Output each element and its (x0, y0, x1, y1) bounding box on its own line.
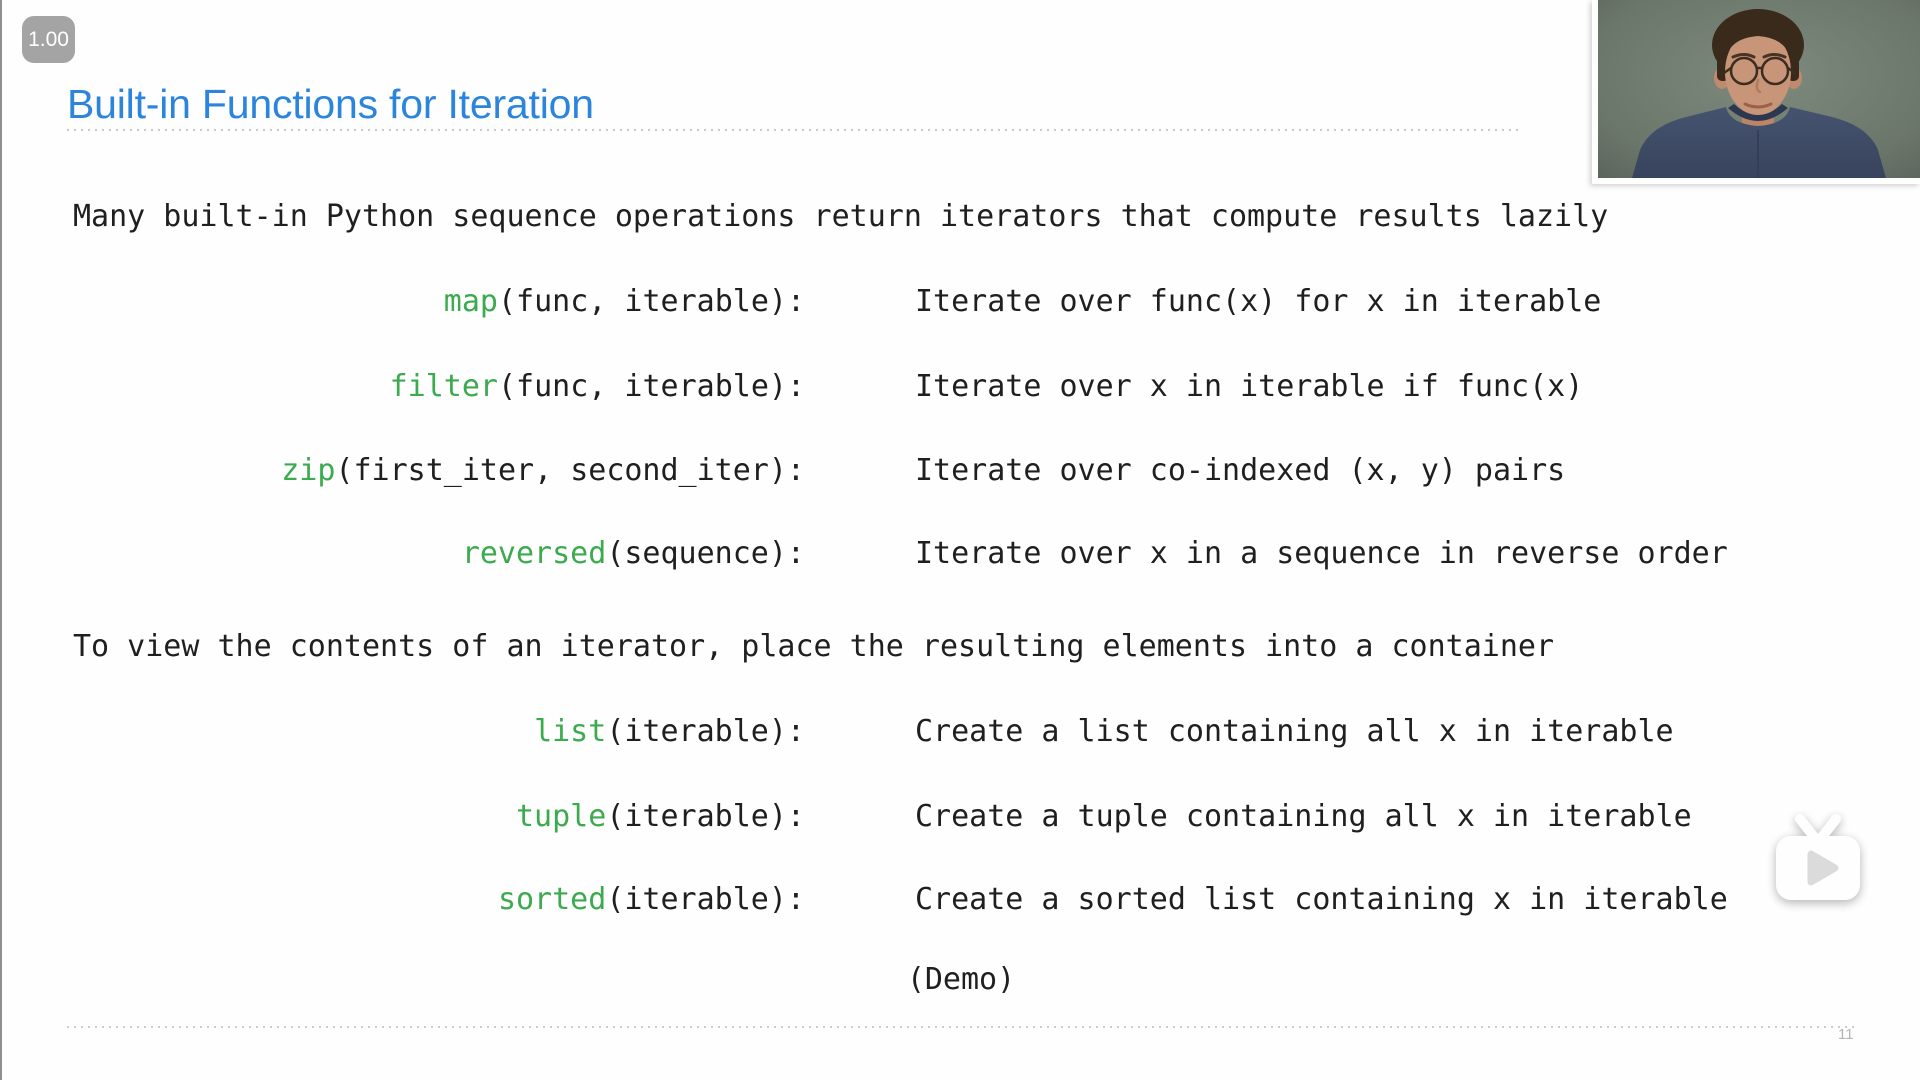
function-name: zip (281, 453, 336, 488)
webcam-frame (1592, 0, 1920, 184)
function-row: zip(first_iter, second_iter): Iterate ov… (0, 452, 1920, 490)
function-signature: map(func, iterable): (0, 283, 805, 321)
demo-label: (Demo) (906, 962, 1016, 997)
function-row: filter(func, iterable): Iterate over x i… (0, 368, 1920, 406)
function-signature: filter(func, iterable): (0, 368, 805, 406)
function-signature: reversed(sequence): (0, 535, 805, 573)
function-description: Iterate over x in a sequence in reverse … (915, 536, 1728, 571)
slide-page-number: 11 (1838, 1026, 1854, 1043)
function-name: filter (389, 369, 498, 404)
function-signature: tuple(iterable): (0, 798, 805, 836)
function-name: reversed (461, 536, 607, 571)
function-name: sorted (497, 882, 607, 917)
function-name: tuple (516, 799, 607, 834)
function-name: map (443, 284, 498, 319)
function-signature: zip(first_iter, second_iter): (0, 452, 805, 490)
function-description: Create a tuple containing all x in itera… (915, 799, 1692, 834)
function-args: (func, iterable): (497, 369, 805, 404)
function-args: (iterable): (606, 714, 805, 749)
function-row: list(iterable): Create a list containing… (0, 713, 1920, 751)
function-row: map(func, iterable): Iterate over func(x… (0, 283, 1920, 321)
function-row: sorted(iterable): Create a sorted list c… (0, 881, 1920, 919)
function-description: Iterate over func(x) for x in iterable (915, 284, 1602, 319)
function-description: Create a sorted list containing x in ite… (915, 882, 1728, 917)
function-args: (iterable): (606, 799, 805, 834)
function-description: Iterate over x in iterable if func(x) (915, 369, 1584, 404)
footer-dotted-line (67, 1026, 1857, 1028)
function-description: Iterate over co-indexed (x, y) pairs (915, 453, 1566, 488)
function-signature: sorted(iterable): (0, 881, 805, 919)
intro-container-text: To view the contents of an iterator, pla… (73, 629, 1555, 664)
function-description: Create a list containing all x in iterab… (915, 714, 1674, 749)
function-args: (first_iter, second_iter): (335, 453, 805, 488)
function-name: list (534, 714, 607, 749)
play-overlay-button[interactable] (1770, 812, 1866, 908)
title-underline (67, 129, 1518, 131)
tv-play-icon (1776, 814, 1860, 900)
slide-title: Built-in Functions for Iteration (67, 81, 594, 127)
function-args: (sequence): (606, 536, 805, 571)
instructor-portrait (1598, 0, 1920, 178)
function-row: tuple(iterable): Create a tuple containi… (0, 798, 1920, 836)
function-signature: list(iterable): (0, 713, 805, 751)
intro-lazy-text: Many built-in Python sequence operations… (73, 199, 1609, 234)
function-row: reversed(sequence): Iterate over x in a … (0, 535, 1920, 573)
function-args: (func, iterable): (497, 284, 805, 319)
window-edge-line (0, 0, 2, 1080)
playback-speed-badge[interactable]: 1.00 (22, 16, 75, 63)
function-args: (iterable): (606, 882, 805, 917)
webcam-video[interactable] (1598, 0, 1920, 178)
